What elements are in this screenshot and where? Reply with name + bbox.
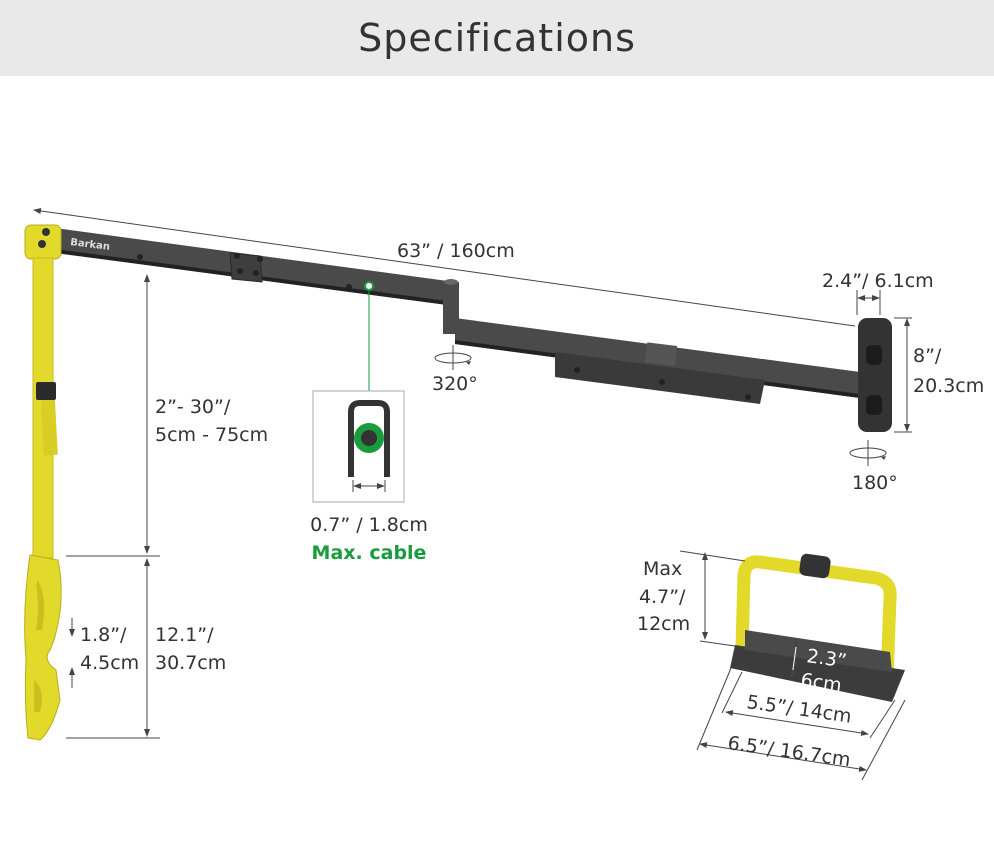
brand-logo: Barkan [70, 237, 111, 253]
hook-opening-label-1: 1.8”/ [80, 624, 127, 646]
cable-size-label: 0.7” / 1.8cm [310, 514, 428, 536]
strap-with-hook [24, 224, 62, 741]
max-cable-label: Max. cable [312, 542, 427, 564]
hook-length-label-2: 30.7cm [155, 652, 226, 674]
drop-range-label-2: 5cm - 75cm [155, 424, 268, 446]
cable-basket [730, 553, 905, 702]
basket-inner-width-dimension [725, 710, 869, 736]
page-title: Specifications [358, 16, 636, 60]
basket-inner-width-label: 5.5”/ 14cm [745, 691, 853, 727]
basket-outer-width-dimension [699, 742, 867, 772]
mount-height-label-2: 20.3cm [913, 375, 984, 397]
header-bar: Specifications [0, 0, 994, 76]
rotation-320-label: 320° [432, 373, 478, 395]
hook-opening-label-2: 4.5cm [80, 652, 139, 674]
cable-point-marker [364, 281, 374, 291]
basket-depth-dimension [789, 639, 800, 678]
mount-height-label-1: 8”/ [913, 345, 942, 367]
basket-height-label-1: 4.7”/ [639, 586, 686, 608]
length-dimension-line [33, 208, 856, 327]
rotation-320-icon [434, 345, 472, 370]
mount-width-label: 2.4”/ 6.1cm [822, 270, 934, 292]
hook-length-label-1: 12.1”/ [155, 624, 214, 646]
arm-section-1: Barkan [55, 228, 459, 334]
rotation-180-label: 180° [852, 472, 898, 494]
length-label: 63” / 160cm [397, 240, 515, 262]
drop-range-label-1: 2”- 30”/ [155, 396, 231, 418]
basket-max-label: Max [643, 558, 682, 580]
arm-section-2 [455, 318, 860, 404]
basket-height-label-2: 12cm [637, 613, 690, 635]
basket-outer-width-label: 6.5”/ 16.7cm [726, 732, 852, 771]
basket-depth-label-2: 6cm [799, 669, 843, 696]
rotation-180-icon [849, 440, 887, 466]
cable-detail-box [312, 390, 405, 503]
wall-mount [858, 318, 892, 432]
